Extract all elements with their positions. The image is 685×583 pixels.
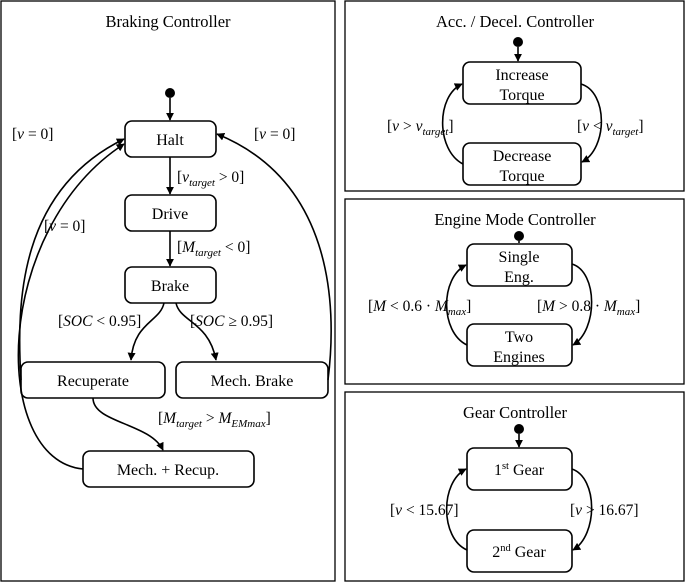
braking-initial-dot <box>165 88 175 98</box>
guard-soc-low: [SOC < 0.95] <box>58 313 141 330</box>
gear-guard-right: [v > 16.67] <box>570 502 639 519</box>
state-decrease-torque-label-2: Torque <box>499 168 544 185</box>
edge-recuperate-to-halt <box>18 138 125 381</box>
state-single-engine-label-2: Eng. <box>504 269 534 286</box>
acc-decel-controller-title: Acc. / Decel. Controller <box>436 12 595 31</box>
state-increase-torque-label-1: Increase <box>495 67 548 84</box>
state-second-gear <box>466 529 573 573</box>
engine-guard-left: [M < 0.6 · Mmax] <box>368 298 471 318</box>
guard-soc-high: [SOC ≥ 0.95] <box>190 313 273 330</box>
braking-controller-title: Braking Controller <box>105 12 231 31</box>
state-decrease-torque-label-1: Decrease <box>493 148 552 165</box>
engine-mode-controller-panel <box>344 198 685 385</box>
state-first-gear-label: 1st Gear <box>494 461 545 479</box>
gear-guard-left: [v < 15.67] <box>390 502 459 519</box>
edge-brake-to-recuperate <box>127 302 165 361</box>
edge-two-to-single <box>445 264 468 346</box>
state-two-engines-label-2: Engines <box>493 349 545 366</box>
edge-recuperate-to-mech-recup <box>92 397 164 451</box>
engine-guard-right: [M > 0.8 · Mmax] <box>537 298 640 318</box>
state-second-gear-label: 2nd Gear <box>492 543 546 561</box>
gear-initial-dot <box>514 424 524 434</box>
state-brake <box>124 266 217 304</box>
state-increase-torque-label-2: Torque <box>499 87 544 104</box>
guard-v-zero-left: [v = 0] <box>12 126 53 143</box>
acc-initial-dot <box>513 37 523 47</box>
engine-initial-dot <box>514 231 524 241</box>
gear-controller-title: Gear Controller <box>463 403 568 422</box>
edge-decrease-to-increase <box>441 83 464 165</box>
engine-mode-controller-title: Engine Mode Controller <box>434 210 596 229</box>
state-increase-torque <box>462 61 582 105</box>
guard-m-em-max: [Mtarget > MEMmax] <box>158 410 271 430</box>
state-drive-label: Drive <box>152 206 188 223</box>
state-recuperate-label: Recuperate <box>57 373 129 390</box>
edge-single-to-two <box>571 263 593 346</box>
edge-second-to-first-gear <box>445 468 468 551</box>
state-halt-label: Halt <box>156 132 184 149</box>
edge-brake-to-mech-brake <box>175 302 219 361</box>
state-mech-recup-label: Mech. + Recup. <box>117 462 219 479</box>
guard-v-zero-inner: [v = 0] <box>44 218 85 235</box>
acc-guard-right: [v < vtarget] <box>577 118 644 138</box>
guard-v-zero-right: [v = 0] <box>254 126 295 143</box>
edge-first-to-second-gear <box>571 468 593 551</box>
state-mech-brake-label: Mech. Brake <box>211 373 294 390</box>
state-single-engine-label-1: Single <box>499 249 540 266</box>
acc-guard-left: [v > vtarget] <box>387 118 454 138</box>
state-brake-label: Brake <box>151 278 189 295</box>
edge-increase-to-decrease <box>580 83 603 163</box>
guard-m-target: [Mtarget < 0] <box>177 239 250 259</box>
guard-v-target: [vtarget > 0] <box>177 169 244 189</box>
state-single-engine <box>466 243 573 287</box>
edge-mech-brake-to-halt <box>216 133 332 381</box>
state-two-engines-label-1: Two <box>505 329 533 346</box>
edge-mech-recup-to-halt <box>17 143 125 470</box>
